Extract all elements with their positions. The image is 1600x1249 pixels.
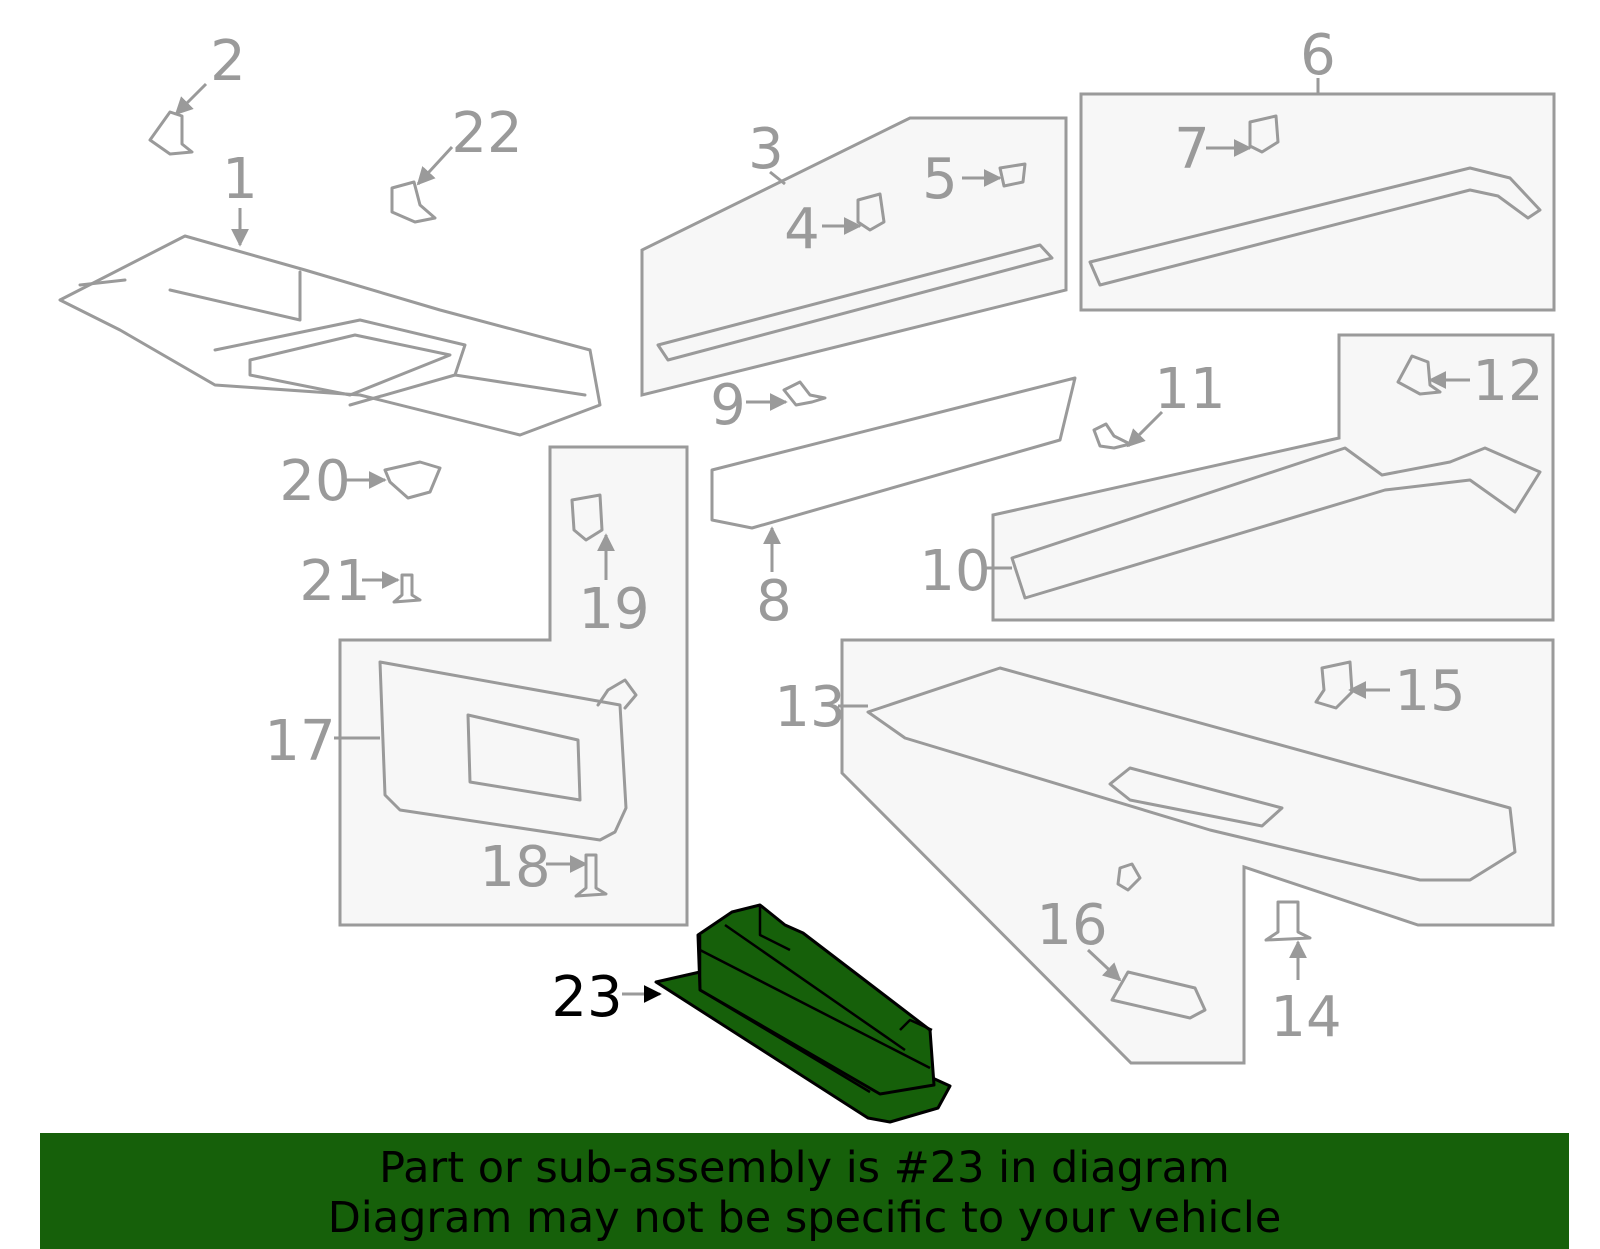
callout-15: 15 (1394, 659, 1465, 724)
callout-19: 19 (578, 577, 649, 642)
callout-16: 16 (1036, 893, 1107, 958)
callout-5: 5 (922, 147, 958, 212)
callout-17: 17 (264, 709, 335, 774)
part-16-bracket (1110, 970, 1207, 1020)
callout-7: 7 (1174, 117, 1210, 182)
part-17-hinge (596, 678, 638, 710)
leader-3 (769, 170, 786, 186)
part-2-clip (148, 110, 194, 156)
callout-2: 2 (210, 29, 246, 94)
group-box-3 (640, 116, 1068, 397)
banner-line-2: Diagram may not be specific to your vehi… (327, 1193, 1282, 1243)
leader-16 (1086, 948, 1122, 982)
info-banner: Part or sub-assembly is #23 in diagram D… (40, 1133, 1569, 1249)
callout-14: 14 (1270, 985, 1341, 1050)
callout-12: 12 (1472, 349, 1543, 414)
callout-21: 21 (299, 549, 370, 614)
part-9-fastener (782, 380, 827, 407)
callout-8: 8 (756, 569, 792, 634)
group-box-10 (991, 333, 1555, 622)
part-19-clip (570, 493, 604, 542)
part-15-clip (1314, 660, 1354, 710)
group-box-6 (1079, 92, 1556, 312)
callout-4: 4 (784, 197, 820, 262)
leader-2 (174, 82, 208, 116)
callout-18: 18 (479, 835, 550, 900)
callout-6: 6 (1300, 23, 1336, 88)
banner-line-1: Part or sub-assembly is #23 in diagram (379, 1143, 1230, 1193)
part-13-rear-trim (866, 666, 1517, 882)
part-17-mirror (466, 713, 582, 802)
callout-3: 3 (748, 117, 784, 182)
part-21-screw (392, 573, 422, 604)
part-17-sun-visor (378, 660, 628, 842)
part-6-roof-rail (1088, 166, 1542, 287)
callout-10: 10 (919, 539, 990, 604)
callout-9: 9 (710, 373, 746, 438)
part-22-clip (390, 180, 437, 224)
callout-23: 23 (551, 965, 622, 1030)
part-14-push-pin (1264, 900, 1312, 942)
leader-11 (1126, 410, 1164, 448)
part-20-hook (383, 460, 442, 500)
part-5-clip (998, 162, 1027, 188)
part-16-clip (1116, 862, 1142, 892)
part-18-screw (574, 853, 608, 898)
part-13-recess (1108, 766, 1284, 828)
callout-13: 13 (774, 675, 845, 740)
part-1-overhead-console (58, 234, 602, 437)
part-11-fastener (1092, 422, 1132, 450)
callout-11: 11 (1154, 357, 1225, 422)
part-10-pillar-trim (1010, 446, 1542, 600)
part-3-trim-strip (656, 243, 1054, 362)
group-box-13 (840, 638, 1555, 1065)
leader-22 (416, 145, 454, 186)
callout-22: 22 (451, 101, 522, 166)
part-8-pillar-trim (710, 376, 1077, 530)
callout-1: 1 (222, 147, 258, 212)
callout-20: 20 (279, 449, 350, 514)
part-23-highlighted (654, 903, 952, 1124)
